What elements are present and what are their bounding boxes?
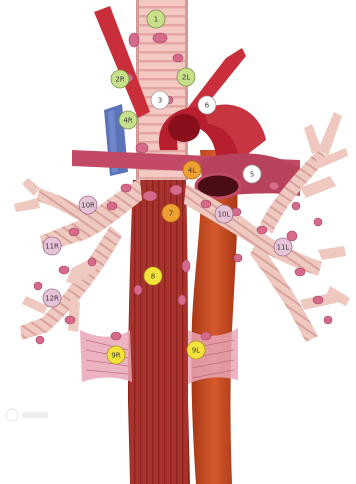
lymph-node [313,296,323,304]
esophagus [128,180,190,484]
logo-watermark-icon [6,409,48,421]
watermark-ring [6,409,18,421]
right-upper-segment-a [22,178,40,196]
station-10R-marker: 10R [79,196,97,214]
station-11L-marker: 11L [274,238,292,256]
station-9L-label: 9L [192,347,200,355]
station-4R-label: 4R [123,117,132,125]
station-11R-marker: 11R [43,237,61,255]
lymph-node [65,316,75,324]
lymph-node [143,191,157,201]
station-10R-label: 10R [81,202,95,210]
lymph-node [173,54,183,62]
station-4L-label: 4L [188,167,196,175]
lymph-node [69,228,79,236]
lymph-node [201,200,211,208]
station-10L-label: 10L [218,211,231,219]
station-2L-marker: 2L [177,68,195,86]
lymph-node [153,33,167,43]
lymph-node [269,182,279,190]
station-2R-marker: 2R [111,70,129,88]
station-7-label: 7 [169,210,173,218]
station-5-marker: 5 [243,165,261,183]
station-1-marker: 1 [147,10,165,28]
lymph-node [324,316,332,324]
station-3-label: 3 [158,97,162,105]
lymph-node [34,282,42,290]
lymph-node [295,268,305,276]
station-2R-label: 2R [115,76,124,84]
trachea-edge-right [185,0,188,180]
station-9R-marker: 9R [107,346,125,364]
watermark-bar [22,412,48,418]
station-12R-label: 12R [45,295,59,303]
lymph-node [178,295,186,305]
lymph-node [134,285,142,295]
lymph-node [314,218,322,226]
lymph-node [121,184,131,192]
station-8-marker: 8 [144,267,162,285]
station-4R-marker: 4R [119,111,137,129]
lymph-node [111,332,121,340]
station-12R-marker: 12R [43,289,61,307]
lymph-node [36,336,44,344]
lymph-node [234,254,242,262]
lymph-node [107,202,117,210]
left-upper-segment-b [318,112,342,156]
lymph-node [257,226,267,234]
lymph-node [59,266,69,274]
station-9L-marker: 9L [187,341,205,359]
station-7-marker: 7 [162,204,180,222]
station-10L-marker: 10L [215,205,233,223]
aortic-arch-lumen [168,114,200,142]
lymph-node [88,258,96,266]
right-upper-segment-b [14,198,40,212]
left-lower-branch-a [318,246,346,260]
station-3-marker: 3 [151,91,169,109]
lymph-node [136,143,148,153]
station-11L-label: 11L [277,244,290,252]
station-1-label: 1 [154,16,158,24]
lymph-node [129,33,139,47]
station-6-marker: 6 [198,96,216,114]
lymph-node [170,185,182,195]
lymph-node [292,202,300,210]
station-2L-label: 2L [182,74,190,82]
station-5-label: 5 [250,171,254,179]
station-6-label: 6 [205,102,210,110]
lymph-node [201,332,211,340]
station-8-label: 8 [151,273,155,281]
station-4L-marker: 4L [183,161,201,179]
station-11R-label: 11R [45,243,59,251]
lymph-node [182,260,190,272]
station-9R-label: 9R [111,352,120,360]
